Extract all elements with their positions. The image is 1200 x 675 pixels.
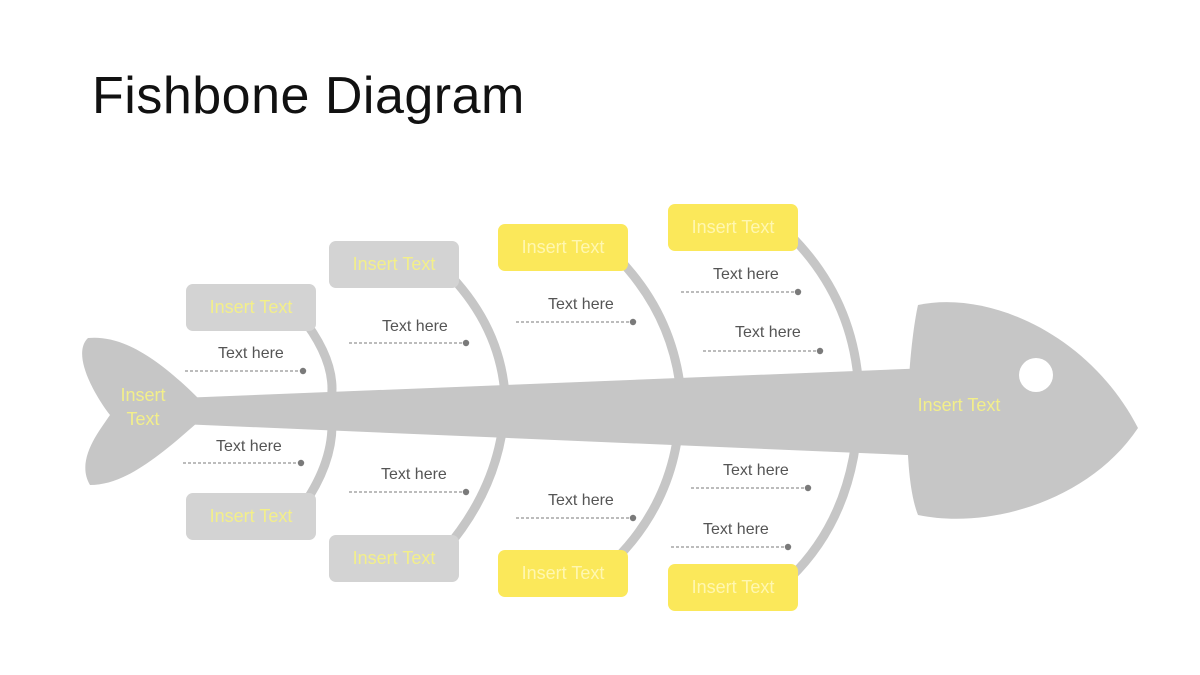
cause-box-bottom-4[interactable]: Insert Text (668, 564, 798, 611)
fish-eye (1019, 358, 1053, 392)
leader-dot (784, 543, 792, 551)
cause-box-top-4[interactable]: Insert Text (668, 204, 798, 251)
leader-dot (816, 347, 824, 355)
label-bone4-bottom-a: Text here (723, 462, 789, 479)
rib-top-2 (440, 265, 510, 400)
tail-label: Insert Text (104, 383, 182, 431)
leader-dot (299, 367, 307, 375)
rib-top-4 (785, 230, 863, 383)
leader-dot (462, 339, 470, 347)
leader-dot (297, 459, 305, 467)
fish-head (907, 302, 1138, 519)
leader-dot (794, 288, 802, 296)
fish-tail (82, 337, 198, 485)
label-bone2-bottom: Text here (381, 466, 447, 483)
label-bone1-bottom: Text here (216, 438, 282, 455)
cause-box-bottom-3[interactable]: Insert Text (498, 550, 628, 597)
rib-top-3 (610, 250, 685, 390)
label-bone4-bottom-b: Text here (703, 521, 769, 538)
leader-dot (629, 318, 637, 326)
cause-box-top-3[interactable]: Insert Text (498, 224, 628, 271)
label-bone1-top: Text here (218, 345, 284, 362)
label-bone2-top: Text here (382, 318, 448, 335)
page-title: Fishbone Diagram (92, 67, 525, 125)
cause-box-bottom-1[interactable]: Insert Text (186, 493, 316, 540)
head-label: Insert Text (917, 395, 1001, 415)
cause-box-top-2[interactable]: Insert Text (329, 241, 459, 288)
leader-dot (629, 514, 637, 522)
label-bone3-top: Text here (548, 296, 614, 313)
label-bone3-bottom: Text here (548, 492, 614, 509)
fish-spine (180, 368, 930, 456)
label-bone4-top-a: Text here (713, 266, 779, 283)
leader-dot (462, 488, 470, 496)
tail-label-line2: Text (126, 409, 160, 429)
label-bone4-top-b: Text here (735, 324, 801, 341)
tail-label-line1: Insert (120, 385, 166, 405)
cause-box-top-1[interactable]: Insert Text (186, 284, 316, 331)
leader-dot (804, 484, 812, 492)
cause-box-bottom-2[interactable]: Insert Text (329, 535, 459, 582)
